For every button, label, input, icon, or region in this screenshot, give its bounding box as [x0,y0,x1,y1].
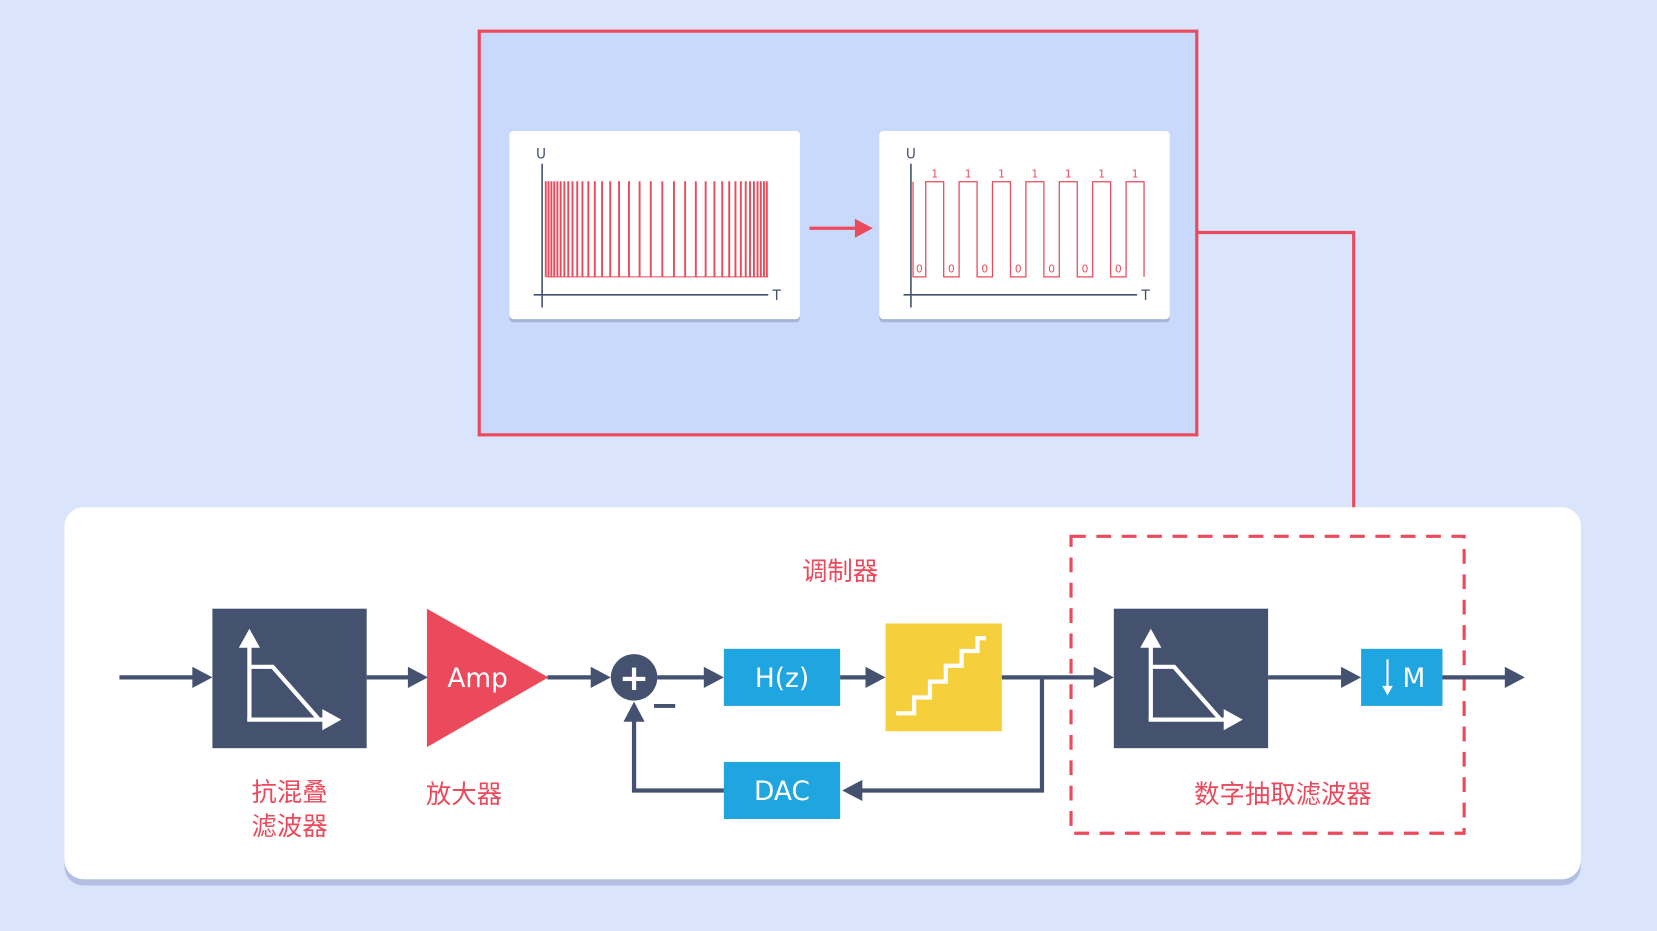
pdm-waveform [544,181,769,278]
icon-arrowhead-right [322,709,342,731]
bit-label-high: 1 [931,169,938,181]
arrowhead [623,701,645,722]
arrowhead [842,779,863,802]
bit-label-low: 0 [948,264,955,276]
bit-label-high: 1 [1098,169,1105,181]
conversion-arrow [809,218,873,238]
sum-to-loop-filter-arrow [657,666,724,688]
y-axis-label: U [536,147,546,163]
bit-label-low: 0 [1048,264,1055,276]
loop-filter-block: H(z) [723,648,841,706]
arrowhead [1341,666,1362,688]
bit-label-low: 0 [1015,264,1022,276]
bit-label-high: 1 [1132,169,1139,181]
decimation-highlight-frame [1069,534,1466,835]
icon-filter-response [1150,664,1223,722]
arrowhead [865,666,886,688]
icon-arrowhead-up [238,628,260,648]
dac-box [723,761,841,819]
bit-label-low: 0 [1115,264,1122,276]
modulator-label: 调制器 [802,556,878,586]
card-body [509,131,800,320]
pwm-waveform-card: U T 1 0 1 0 1 0 1 0 1 0 1 0 1 0 [879,131,1170,323]
dac-text: DAC [754,776,810,807]
bit-label-high: 1 [998,169,1005,181]
bit-label-high: 1 [1032,169,1039,181]
output-signal-arrow [1442,666,1525,688]
bit-label-low: 0 [1082,264,1089,276]
icon-arrowhead-up [1140,628,1162,648]
decimation-filter-to-downsampler-arrow [1268,666,1362,688]
plus-sign: + [619,658,649,699]
loop-filter-to-quantizer-arrow [840,666,886,688]
downsampler-text: M [1403,663,1426,694]
card-body [879,131,1170,320]
downsampler-box [1361,648,1443,706]
arrowhead [854,218,873,238]
arrowhead [192,666,213,688]
y-axis-label: U [906,147,916,163]
lowpass-filter-icon [238,628,342,731]
summing-junction: + − [610,654,679,724]
x-axis-label: T [772,288,782,304]
lowpass-filter-icon [1140,628,1243,731]
amp-to-sum-arrow [547,666,611,688]
minus-sign: − [651,685,679,724]
bit-label-low: 0 [916,264,923,276]
amplifier-block: Amp [426,608,549,748]
bit-label-high: 1 [1065,169,1072,181]
feedback-to-dac-arrow [842,677,1045,802]
icon-arrowhead-right [1223,709,1243,731]
arrowhead [407,666,428,688]
amplifier-triangle [426,608,549,748]
icon-filter-response [249,664,321,722]
anti-alias-filter-label-line1: 抗混叠 [252,777,328,807]
loop-filter-box [723,648,841,706]
dac-to-sum-arrow [623,701,724,793]
bit-labels: 1 0 1 0 1 0 1 0 1 0 1 0 1 0 [916,169,1138,276]
amplifier-label: 放大器 [426,779,502,809]
staircase-icon [896,636,986,716]
filter-box [212,608,367,749]
downsampler-block: M [1361,648,1443,706]
dac-block: DAC [723,761,841,819]
input-signal-arrow [119,666,213,688]
block-diagram-panel: 调制器 抗混叠 滤波器 Amp 放大器 [64,507,1581,886]
decimation-filter-label: 数字抽取滤波器 [1194,779,1372,809]
amplifier-text: Amp [447,663,508,694]
quantizer-block [885,623,1002,732]
filter-box [1113,608,1269,749]
pwm-waveform [912,181,1145,278]
decimation-filter-block [1113,608,1269,749]
anti-alias-filter-label-line2: 滤波器 [252,811,328,841]
anti-alias-filter-block [212,608,367,749]
filter-to-amp-arrow [366,666,428,688]
quantizer-to-decimation-arrow [1001,666,1114,688]
x-axis-label: T [1140,288,1150,304]
arrowhead [1093,666,1114,688]
feedback-line [631,718,724,793]
feedback-line [859,677,1045,793]
down-arrow-head [1382,685,1393,696]
bit-label-high: 1 [965,169,972,181]
highlight-panel: U T U T 1 0 1 0 1 0 1 0 1 0 1 0 1 0 [477,29,1199,437]
loop-filter-text: H(z) [755,663,809,694]
arrowhead [703,666,724,688]
arrowhead [1504,666,1525,688]
summing-circle [610,654,658,701]
arrowhead [590,666,611,688]
down-arrow-icon [1382,659,1393,696]
bit-label-low: 0 [981,264,988,276]
connector-line [1197,230,1356,602]
pdm-waveform-card: U T [509,131,800,323]
